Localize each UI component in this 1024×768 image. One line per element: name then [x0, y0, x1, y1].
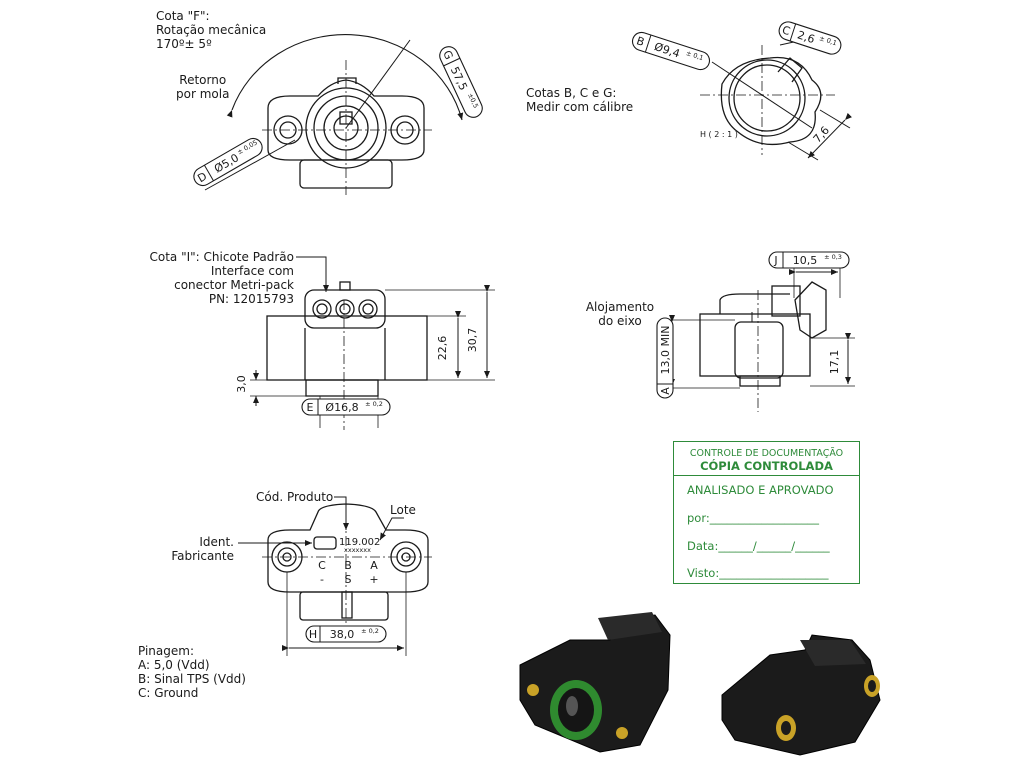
ident-fabricante-note: Ident. Fabricante [171, 535, 234, 563]
dim-h-value: 38,0 [330, 628, 355, 641]
lote-note: Lote [390, 503, 416, 517]
pin-b-letter: B [344, 559, 352, 572]
dim-j-value: 10,5 [793, 254, 818, 267]
retorno-note: Retorno por mola [176, 73, 230, 101]
pinagem-note: Pinagem: A: 5,0 (Vdd) B: Sinal TPS (Vdd)… [138, 644, 246, 700]
dim-a-value: 13,0 MIN [659, 326, 672, 375]
top-view-sensor [204, 34, 464, 195]
dimension-callouts: D Ø5,0 ± 0,05 G 57,5 ±0,5 B Ø9,4 ± 0,1 C… [193, 21, 850, 643]
dim-17-1: 17,1 [828, 350, 841, 375]
dim-h-tol: ± 0,2 [361, 627, 379, 635]
stamp-visa-field: Visto:___________________ [687, 566, 829, 580]
pin-a-sign: + [369, 573, 378, 586]
stamp-title: CONTROLE DE DOCUMENTAÇÃO [689, 448, 844, 459]
stamp-date-field: Data:______/______/______ [687, 539, 830, 553]
dim-j-letter: J [773, 254, 777, 267]
dim-j-tol: ± 0,3 [824, 253, 842, 261]
alojamento-note: Alojamento do eixo [585, 300, 655, 328]
dim-a-letter: A [659, 387, 672, 395]
cota-f-note: Cota "F": Rotação mecânica 170º± 5º [156, 9, 267, 51]
stamp-approved: ANALISADO E APROVADO [687, 483, 834, 497]
front-view-pinout [238, 496, 432, 656]
stamp-subtitle: CÓPIA CONTROLADA [700, 459, 833, 473]
pin-a-letter: A [370, 559, 378, 572]
detail-h-view [700, 37, 853, 161]
document-control-stamp: CONTROLE DE DOCUMENTAÇÃO CÓPIA CONTROLAD… [673, 441, 860, 584]
pin-b-sign: S [345, 573, 352, 586]
dim-30-7: 30,7 [466, 328, 479, 353]
part-number-mark: 119.002 [339, 537, 380, 548]
render-3d-left [519, 612, 671, 753]
detail-scale-label: H ( 2 : 1 ) [700, 130, 738, 139]
dim-e-tol: ± 0,2 [365, 400, 383, 408]
dim-b-letter: B [635, 34, 646, 49]
dim-3-0: 3,0 [235, 375, 248, 393]
dim-e-value: Ø16,8 [325, 401, 358, 414]
pin-c-letter: C [318, 559, 326, 572]
render-3d-right [721, 634, 881, 756]
dim-c-letter: C [780, 23, 792, 38]
stamp-by-field: por:___________________ [687, 511, 819, 525]
dim-c-value: 2,6 [796, 28, 817, 46]
cota-i-note: Cota "I": Chicote Padrão Interface com c… [149, 250, 295, 306]
section-view-shaft [664, 266, 855, 412]
cotas-bcg-note: Cotas B, C e G: Medir com cálibre [526, 86, 634, 114]
dim-22-6: 22,6 [436, 336, 449, 361]
lot-mark: xxxxxxx [344, 546, 371, 554]
stamp-divider [674, 475, 859, 476]
cod-produto-note: Cód. Produto [256, 490, 334, 504]
dim-h-letter: H [309, 628, 317, 641]
dim-e-letter: E [307, 401, 314, 414]
side-view-sensor [250, 256, 495, 430]
pin-c-sign: - [320, 573, 324, 586]
